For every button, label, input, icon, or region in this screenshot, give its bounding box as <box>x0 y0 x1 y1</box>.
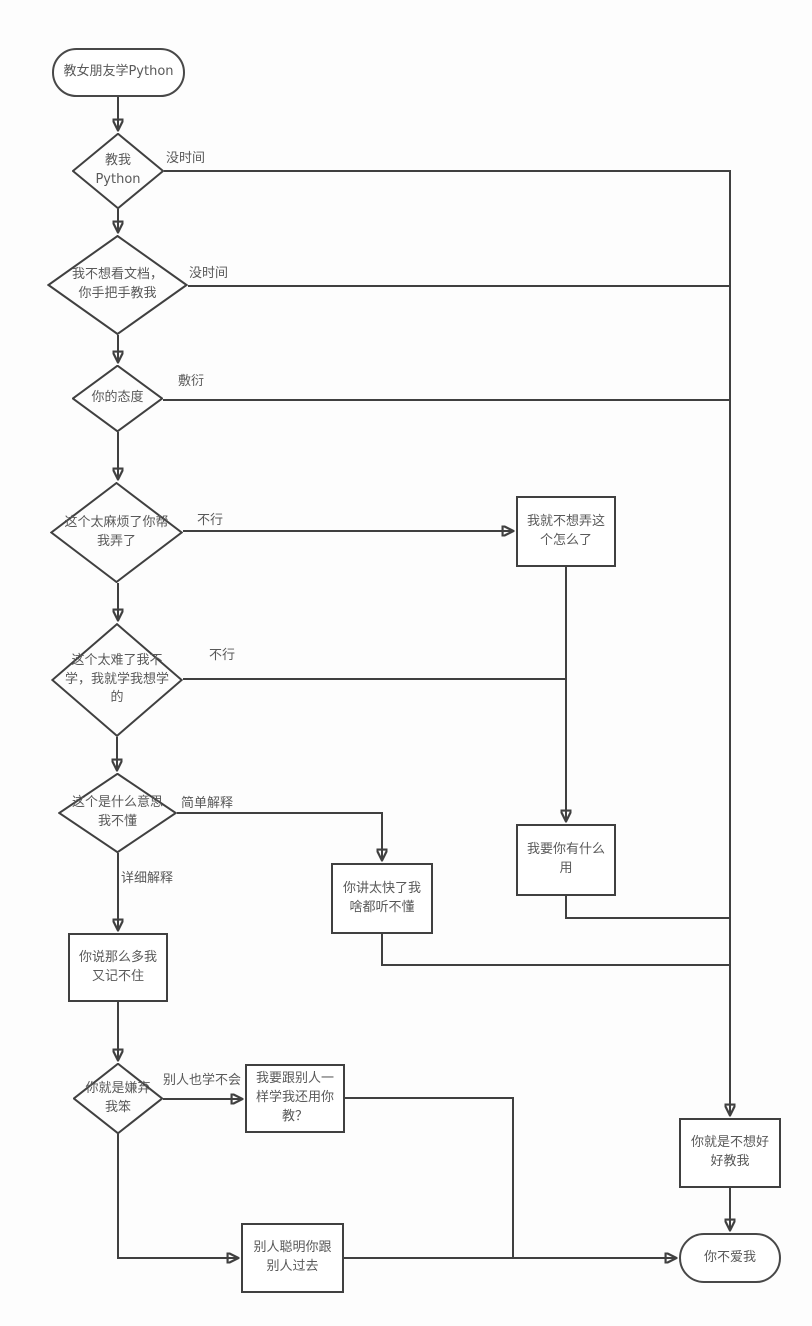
edge-label-simple-explain: 简单解释 <box>181 796 234 811</box>
node-attitude: 你的态度 <box>72 365 163 432</box>
edge-label-no-way-1: 不行 <box>197 513 224 528</box>
diamond-shape <box>73 1063 163 1134</box>
node-wont-teach-well: 你就是不想好 好教我 <box>679 1118 781 1188</box>
node-dont-understand: 这个是什么意思 我不懂 <box>58 773 177 853</box>
node-dont-love-me: 你不爱我 <box>679 1233 781 1283</box>
node-wont-teach-well-label: 你就是不想好 好教我 <box>690 1135 769 1169</box>
node-whats-your-use: 我要你有什么 用 <box>516 824 616 896</box>
node-think-im-stupid: 你就是嫌弃 我笨 <box>73 1063 163 1134</box>
node-start: 教女朋友学Python <box>52 48 185 97</box>
diamond-shape <box>58 773 177 853</box>
node-dont-want-to-do: 我就不想弄这 个怎么了 <box>516 496 616 567</box>
node-dont-understand-label: 这个是什么意思 我不懂 <box>71 795 163 829</box>
diamond-shape <box>47 235 188 335</box>
node-too-troublesome: 这个太麻烦了你帮 我弄了 <box>50 482 183 583</box>
node-teach-me-label: 教我 Python <box>95 153 141 187</box>
node-dont-want-to-do-label: 我就不想弄这 个怎么了 <box>526 513 605 548</box>
node-teach-me: 教我 Python <box>72 133 164 209</box>
edge-label-no-time-2: 没时间 <box>189 266 229 281</box>
node-why-need-you: 我要跟别人一 样学我还用你 教？ <box>245 1064 345 1133</box>
node-no-docs-label: 我不想看文档， 你手把手教我 <box>71 267 163 301</box>
node-too-fast-label: 你讲太快了我 啥都听不懂 <box>342 880 421 915</box>
node-cant-remember: 你说那么多我 又记不住 <box>68 933 168 1002</box>
node-start-label: 教女朋友学Python <box>63 64 174 80</box>
edge-label-no-time-1: 没时间 <box>166 151 206 166</box>
diamond-shape <box>50 482 183 583</box>
node-too-fast: 你讲太快了我 啥都听不懂 <box>331 863 433 934</box>
node-why-need-you-label: 我要跟别人一 样学我还用你 教？ <box>255 1071 334 1124</box>
node-whats-your-use-label: 我要你有什么 用 <box>526 842 605 876</box>
node-cant-remember-label: 你说那么多我 又记不住 <box>78 949 157 984</box>
node-no-docs: 我不想看文档， 你手把手教我 <box>47 235 188 335</box>
node-go-with-others-label: 别人聪明你跟 别人过去 <box>253 1240 332 1274</box>
node-too-hard: 这个太难了我不 学，我就学我想学 的 <box>51 623 183 737</box>
node-attitude-label: 你的态度 <box>91 390 144 406</box>
diamond-shape <box>72 365 163 432</box>
edge-label-perfunctory: 敷衍 <box>178 374 205 389</box>
edge-label-no-way-2: 不行 <box>209 648 236 663</box>
diamond-shape <box>51 623 183 737</box>
edge-label-others-cant-learn: 别人也学不会 <box>163 1073 242 1088</box>
diamond-shape <box>72 133 164 209</box>
node-think-im-stupid-label: 你就是嫌弃 我笨 <box>85 1080 151 1115</box>
node-go-with-others: 别人聪明你跟 别人过去 <box>241 1223 344 1293</box>
node-too-hard-label: 这个太难了我不 学，我就学我想学 的 <box>64 652 169 706</box>
edge-label-detailed-explain: 详细解释 <box>121 871 174 886</box>
node-dont-love-me-label: 你不爱我 <box>703 1249 756 1265</box>
node-too-troublesome-label: 这个太麻烦了你帮 我弄了 <box>64 514 169 549</box>
